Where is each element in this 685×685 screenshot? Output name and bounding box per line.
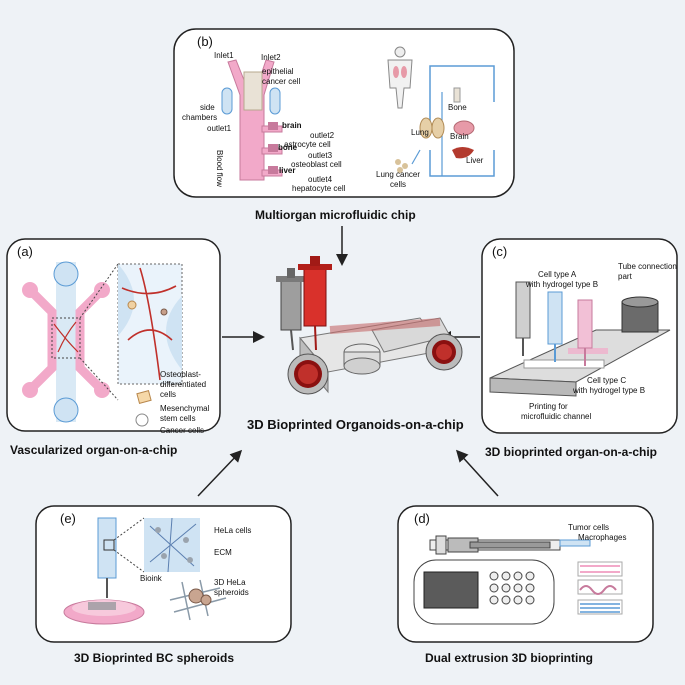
panel-c-letter: (c) <box>492 244 508 259</box>
label-outlet1: outlet1 <box>207 124 232 133</box>
label-cells: cells <box>390 180 407 189</box>
panel-d-caption: Dual extrusion 3D bioprinting <box>425 651 594 665</box>
label-tumor-cells: Tumor cells <box>568 523 610 532</box>
label-printing-1: Printing for <box>529 402 568 411</box>
label-liver-organ: Liver <box>466 156 484 165</box>
panel-d-letter: (d) <box>414 511 430 526</box>
label-cancer-cell: cancer cell <box>262 77 301 86</box>
label-mesenchymal-1: Mesenchymal <box>160 404 210 413</box>
label-tube-connection-2: part <box>618 272 632 281</box>
label-epithelial: epithelial <box>262 67 294 76</box>
label-inlet1: Inlet1 <box>214 51 234 60</box>
label-bone: bone <box>278 143 298 152</box>
label-cell-type-c-2: with hydrogel type B <box>573 386 646 395</box>
label-brain: brain <box>282 121 302 130</box>
label-lung-cancer: Lung cancer <box>376 170 421 179</box>
label-outlet2: outlet2 <box>310 131 335 140</box>
label-spheroids: spheroids <box>214 588 249 597</box>
label-chambers: chambers <box>182 113 218 122</box>
label-inlet2: Inlet2 <box>261 53 281 62</box>
label-osteoblast-2: differentiated <box>160 380 207 389</box>
center-title: 3D Bioprinted Organoids-on-a-chip <box>247 417 464 432</box>
arrow-e-to-center <box>197 449 243 497</box>
panel-d-dual-extrusion-illustration <box>413 535 623 625</box>
panel-b-microfluidic-illustration <box>221 46 495 181</box>
label-brain-organ: Brain <box>450 132 469 141</box>
panel-e-letter: (e) <box>60 511 76 526</box>
label-bone-organ: Bone <box>448 103 467 112</box>
label-3d-hela: 3D HeLa <box>214 578 246 587</box>
label-liver: liver <box>279 166 296 175</box>
panel-e-spheroid-illustration <box>63 517 227 625</box>
panel-c-caption: 3D bioprinted organ-on-a-chip <box>485 445 657 459</box>
label-ecm: ECM <box>214 548 232 557</box>
label-cancer-cells: Cancer cells <box>160 426 205 435</box>
label-astrocyte-cell: astrocyte cell <box>284 140 331 149</box>
panel-e-caption: 3D Bioprinted BC spheroids <box>74 651 235 665</box>
label-cell-type-a-1: Cell type A <box>538 270 577 279</box>
label-cell-type-a-2: with hydrogel type B <box>526 280 599 289</box>
label-osteoblast-1: Osteoblast- <box>160 370 201 379</box>
label-macrophages: Macrophages <box>578 533 627 542</box>
label-bioink: Bioink <box>140 574 162 583</box>
label-tube-connection-1: Tube connection <box>618 262 677 271</box>
label-outlet3: outlet3 <box>308 151 333 160</box>
panel-a-chip-illustration <box>22 261 183 427</box>
label-osteoblast-3: cells <box>160 390 177 399</box>
panel-b-letter: (b) <box>197 34 213 49</box>
label-printing-2: microfluidic channel <box>521 412 592 421</box>
panel-b-caption: Multiorgan microfluidic chip <box>255 208 416 222</box>
label-lung: Lung <box>411 128 429 137</box>
arrow-d-to-center <box>455 449 499 497</box>
panel-a-caption: Vascularized organ-on-a-chip <box>10 443 178 457</box>
label-hela-cells: HeLa cells <box>214 526 252 535</box>
panel-a-letter: (a) <box>17 244 33 259</box>
panel-c-bioprinter-illustration <box>489 281 671 397</box>
label-cell-type-c-1: Cell type C <box>587 376 627 385</box>
label-hepatocyte-cell: hepatocyte cell <box>292 184 346 193</box>
label-blood-flow: Blood flow <box>215 150 224 187</box>
label-mesenchymal-2: stem cells <box>160 414 196 423</box>
label-outlet4: outlet4 <box>308 175 333 184</box>
label-osteoblast-cell: osteoblast cell <box>291 160 342 169</box>
label-side: side <box>200 103 215 112</box>
panel-a-box <box>6 238 221 432</box>
center-chip-illustration <box>276 256 463 395</box>
